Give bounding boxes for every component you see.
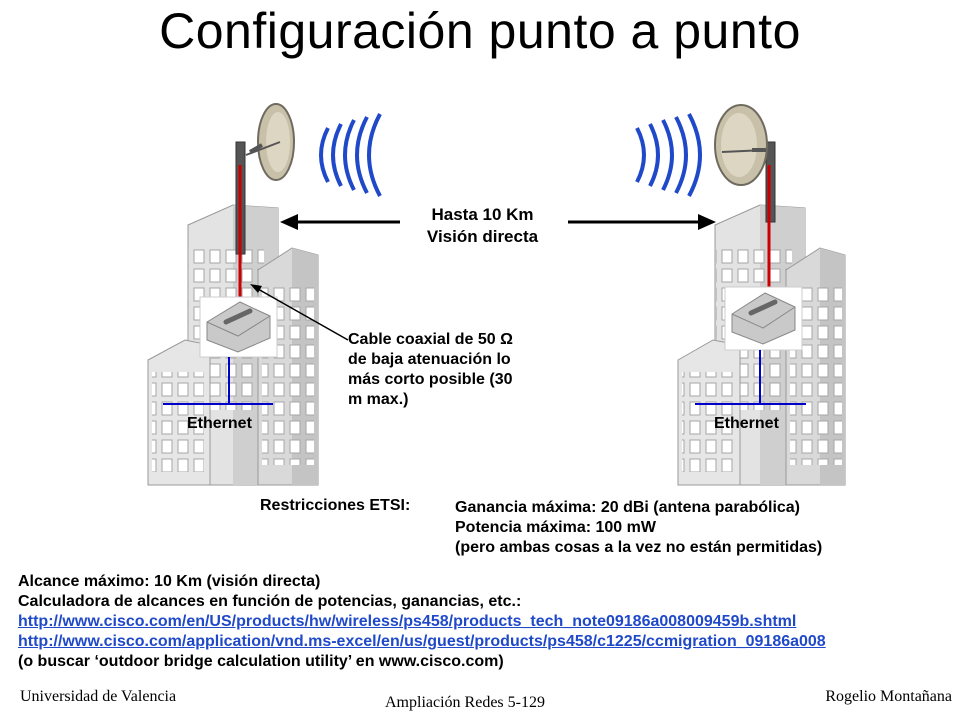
etsi-line: Potencia máxima: 100 mW	[455, 519, 656, 536]
cable-note-line: m max.)	[348, 391, 409, 408]
right-ethernet-line	[695, 350, 806, 405]
etsi-label: Restricciones ETSI:	[260, 497, 411, 514]
cable-note: Cable coaxial de 50 Ω de baja atenuación…	[348, 330, 513, 410]
left-bridge-device-icon	[199, 296, 278, 358]
left-ethernet-label: Ethernet	[187, 415, 252, 432]
footer-right: Rogelio Montañana	[825, 688, 952, 705]
distance-label-line-1: Hasta 10 Km	[431, 205, 534, 224]
info-line-search: (o buscar ‘outdoor bridge calculation ut…	[18, 653, 504, 670]
etsi-line: (pero ambas cosas a la vez no están perm…	[455, 539, 823, 556]
calculator-link-1[interactable]: http://www.cisco.com/en/US/products/hw/w…	[18, 613, 797, 630]
right-ethernet-label: Ethernet	[714, 415, 779, 432]
info-line-calculator: Calculadora de alcances en función de po…	[18, 593, 522, 610]
left-radio-waves-icon	[319, 113, 382, 197]
slide-title: Configuración punto a punto	[159, 3, 801, 59]
cable-callout-line	[257, 288, 349, 341]
distance-label-line-2: Visión directa	[426, 227, 539, 246]
distance-label: Hasta 10 Km Visión directa	[395, 204, 570, 248]
distance-arrow	[280, 214, 716, 230]
right-bridge-device-icon	[724, 286, 803, 351]
calculator-link-2[interactable]: http://www.cisco.com/application/vnd.ms-…	[18, 633, 826, 650]
etsi-line: Ganancia máxima: 20 dBi (antena parabóli…	[455, 499, 801, 516]
left-ethernet-line	[163, 357, 273, 405]
right-radio-waves-icon	[635, 113, 702, 197]
info-line-range: Alcance máximo: 10 Km (visión directa)	[18, 573, 321, 590]
cable-callout-arrowhead	[250, 284, 262, 293]
left-dish-antenna-icon	[245, 103, 295, 181]
right-dish-antenna-icon	[714, 104, 768, 186]
cable-note-line: de baja atenuación lo	[348, 351, 511, 368]
footer-left: Universidad de Valencia	[20, 688, 177, 705]
cable-note-line: más corto posible (30	[348, 371, 513, 388]
cable-note-line: Cable coaxial de 50 Ω	[348, 331, 513, 348]
footer-center: Ampliación Redes 5-129	[385, 694, 545, 711]
etsi-restrictions: Ganancia máxima: 20 dBi (antena parabóli…	[455, 498, 822, 558]
